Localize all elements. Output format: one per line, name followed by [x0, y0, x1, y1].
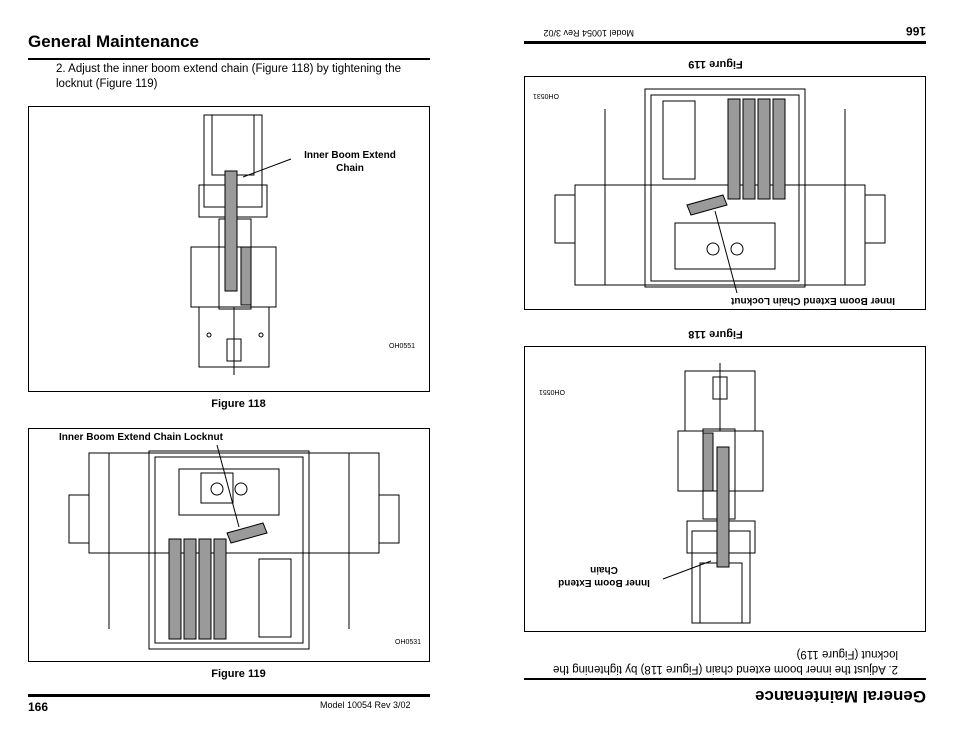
fig119-code: OH0531 [532, 92, 559, 99]
figure-118: Inner Boom Extend Chain OH0551 [28, 106, 430, 392]
fig118-code: OH0551 [389, 343, 416, 350]
figure-119: Inner Boom Extend Chain Locknut OH0531 [524, 76, 926, 310]
figure-118-drawing [662, 363, 764, 624]
chain-plates [168, 538, 227, 640]
fig118-code: OH0551 [538, 388, 565, 395]
figure-118-caption: Figure 118 [688, 328, 743, 340]
figure-119: Inner Boom Extend Chain Locknut OH0531 [28, 428, 430, 662]
step-instruction: 2. Adjust the inner boom extend chain (F… [56, 63, 402, 90]
model-revision: Model 10054 Rev 3/02 [543, 28, 634, 38]
footer-rule [524, 41, 926, 44]
fig118-callout: Inner Boom Extend Chain [304, 150, 396, 174]
right-page-rotated: General Maintenance 2. Adjust the inner … [477, 0, 954, 738]
figure-119-drawing [68, 444, 400, 650]
page-number: 166 [905, 24, 926, 38]
callout-leader [662, 560, 712, 580]
fig119-code: OH0531 [395, 639, 422, 646]
figure-119-caption: Figure 119 [211, 668, 266, 680]
callout-leader [242, 158, 292, 178]
model-revision: Model 10054 Rev 3/02 [320, 700, 411, 710]
callout-leader [216, 444, 240, 528]
fig119-callout: Inner Boom Extend Chain Locknut [731, 295, 895, 306]
step-instruction: 2. Adjust the inner boom extend chain (F… [552, 648, 898, 675]
locknut [686, 194, 728, 216]
callout-leader [714, 210, 738, 294]
title-rule [524, 678, 926, 680]
section-title: General Maintenance [28, 32, 200, 51]
locknut [226, 522, 268, 544]
figure-119-drawing [554, 88, 886, 294]
figure-118-caption: Figure 118 [211, 398, 266, 410]
figure-118-drawing [190, 114, 292, 375]
figure-119-caption: Figure 119 [688, 58, 743, 70]
chain-plates [727, 98, 786, 200]
fig118-callout: Inner Boom Extend Chain [558, 564, 650, 588]
page-number: 166 [28, 700, 49, 714]
section-title: General Maintenance [754, 687, 926, 706]
footer-rule [28, 694, 430, 697]
fig119-callout: Inner Boom Extend Chain Locknut [59, 432, 223, 443]
extend-chain [224, 170, 252, 306]
title-rule [28, 58, 430, 60]
figure-118: Inner Boom Extend Chain OH0551 [524, 346, 926, 632]
extend-chain [702, 432, 730, 568]
left-page: General Maintenance 2. Adjust the inner … [28, 32, 430, 714]
